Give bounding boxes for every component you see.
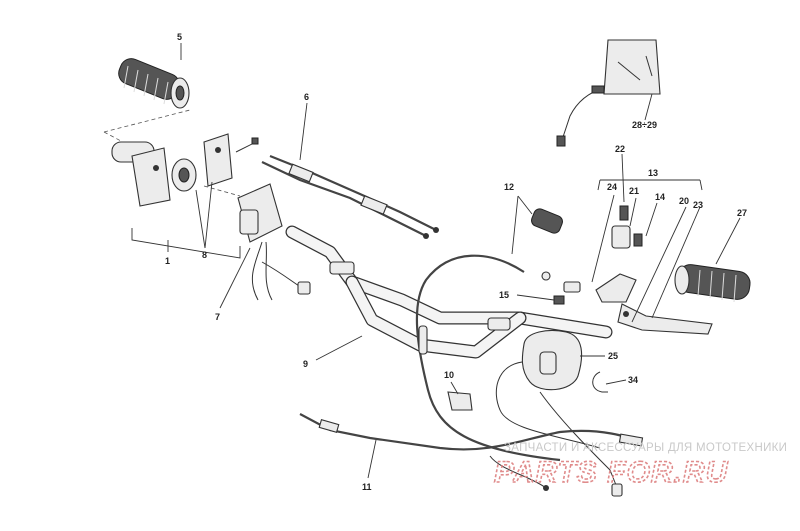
callout-23: 23 [693, 200, 703, 210]
left-grip [674, 264, 751, 303]
mirror [556, 39, 661, 147]
callout-21: 21 [629, 186, 639, 196]
clutch-cable [415, 254, 561, 462]
callout-28-29: 28÷29 [632, 120, 657, 130]
callout-34: 34 [628, 375, 638, 385]
brake-cable [299, 413, 644, 491]
callout-22: 22 [615, 144, 625, 154]
callout-8: 8 [202, 250, 207, 260]
callout-13: 13 [648, 168, 658, 178]
callout-15: 15 [499, 290, 509, 300]
right-switch-housing [495, 329, 623, 497]
callout-labels: 5 6 1 8 7 9 10 11 12 13 14 15 20 21 22 2… [165, 32, 747, 492]
callout-12: 12 [504, 182, 514, 192]
callout-14: 14 [655, 192, 665, 202]
throttle-grip [118, 58, 190, 109]
lever-perch-parts [553, 179, 713, 335]
callout-11: 11 [362, 482, 372, 492]
leader-lines [131, 43, 741, 479]
rubber-boot [531, 208, 563, 234]
callout-5: 5 [177, 32, 182, 42]
watermark-tagline: ЗАПЧАСТИ И АКСЕССУАРЫ ДЛЯ МОТОТЕХНИКИ [504, 442, 787, 454]
callout-24: 24 [607, 182, 617, 192]
watermark-brand: PARTS FOR.RU [494, 456, 729, 489]
throttle-cables [261, 154, 439, 239]
left-switch-housing [237, 183, 311, 301]
callout-7: 7 [215, 312, 220, 322]
callout-6: 6 [304, 92, 309, 102]
throttle-housing [103, 109, 259, 207]
clip [592, 371, 608, 393]
callout-10: 10 [444, 370, 454, 380]
watermark: ЗАПЧАСТИ И АКСЕССУАРЫ ДЛЯ МОТОТЕХНИКИ PA… [493, 442, 787, 490]
callout-25: 25 [608, 351, 618, 361]
callout-27: 27 [737, 208, 747, 218]
callout-1: 1 [165, 256, 170, 266]
cable-clip [447, 391, 473, 411]
callout-20: 20 [679, 196, 689, 206]
callout-9: 9 [303, 359, 308, 369]
